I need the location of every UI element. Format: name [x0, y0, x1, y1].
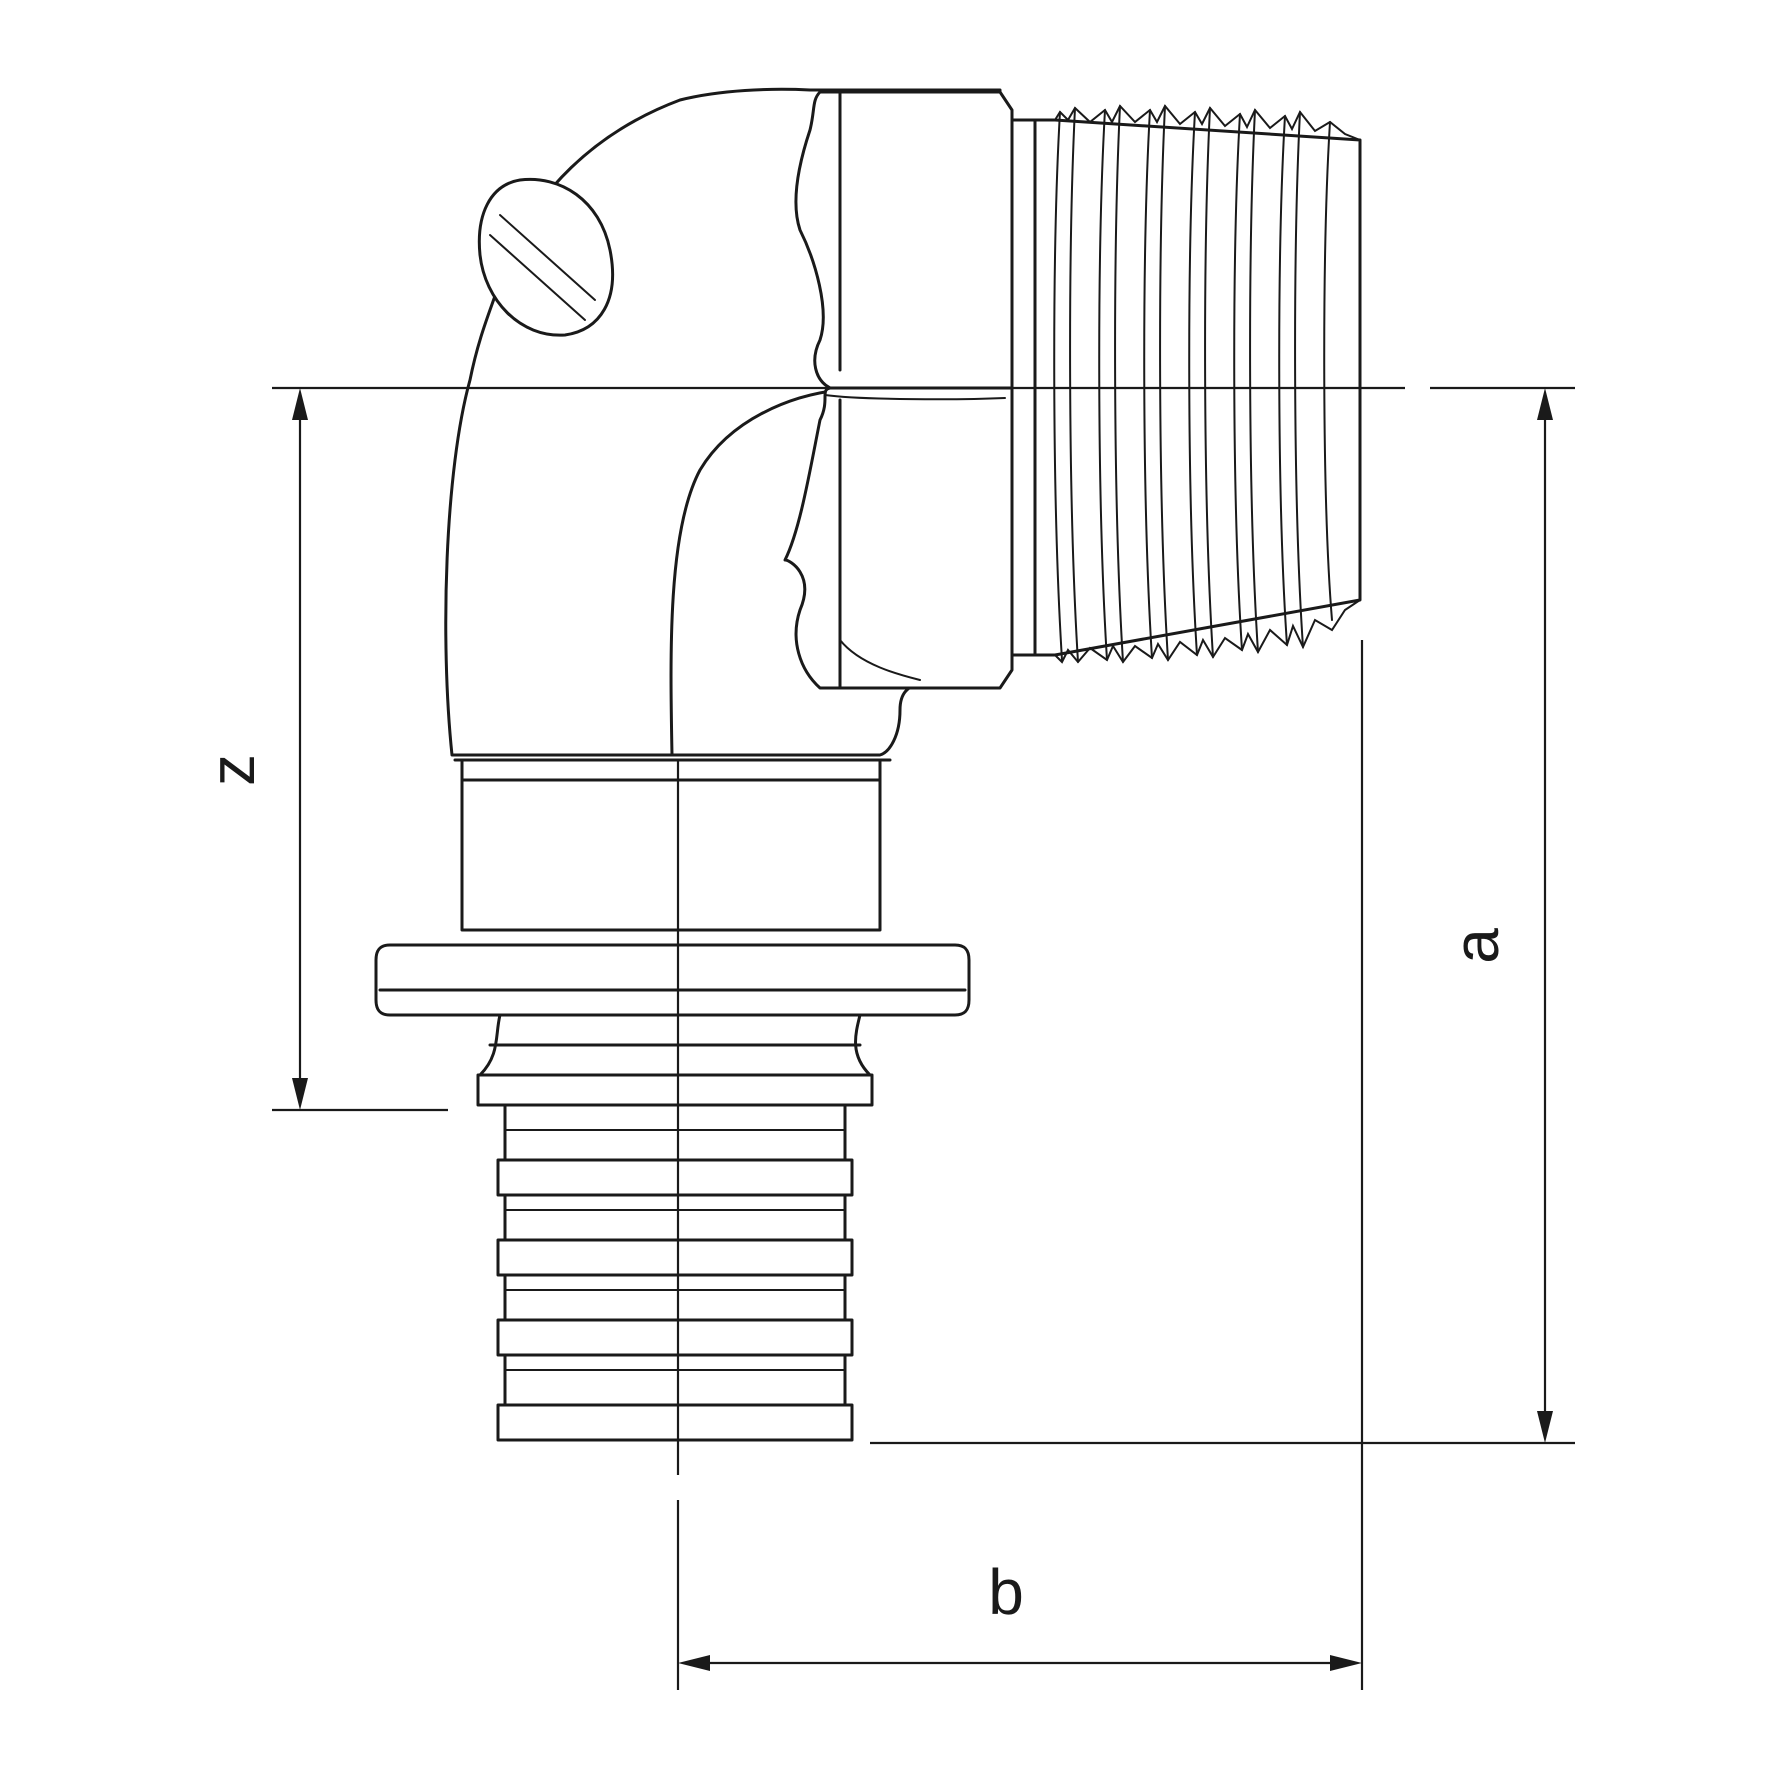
- reference-lines: [272, 386, 1575, 1690]
- elbow-inner-bend: [669, 388, 842, 757]
- b-arrow-right: [1330, 1655, 1362, 1671]
- slotted-plug: [477, 177, 615, 337]
- stop-ring: [476, 1073, 874, 1107]
- barb-ring-3: [496, 1318, 854, 1357]
- plug-slot-line-1: [499, 214, 596, 301]
- hex-chamfer-1: [824, 394, 1006, 401]
- z-arrow-bottom: [292, 1078, 308, 1110]
- dimension-z: z: [196, 388, 308, 1110]
- a-label: a: [1440, 928, 1512, 964]
- thread-ridges: [1053, 105, 1333, 663]
- dimension-a: a: [1440, 388, 1553, 1443]
- plug-slot-line-2: [489, 234, 586, 321]
- thread-crest-top: [1054, 104, 1361, 141]
- b-label: b: [988, 1556, 1024, 1628]
- insert-end-ring: [496, 1403, 854, 1442]
- pex-insert: [496, 1103, 854, 1442]
- a-arrow-top: [1537, 388, 1553, 420]
- hex-nut-body: [783, 90, 1014, 690]
- a-arrow-bottom: [1537, 1411, 1553, 1443]
- b-arrow-left: [678, 1655, 710, 1671]
- dimension-b: b: [678, 1556, 1362, 1671]
- socket-sleeve: [460, 758, 882, 932]
- z-arrow-top: [292, 388, 308, 420]
- barb-ring-2: [496, 1238, 854, 1277]
- hex-chamfer-2: [839, 639, 921, 681]
- thread-crest-bottom: [1054, 599, 1361, 664]
- hex-nut: [783, 90, 1014, 690]
- collar-ring: [374, 943, 971, 1017]
- press-socket: [374, 758, 971, 1107]
- male-thread: [1010, 104, 1362, 664]
- z-label: z: [196, 754, 268, 786]
- barb-ring-1: [496, 1158, 854, 1197]
